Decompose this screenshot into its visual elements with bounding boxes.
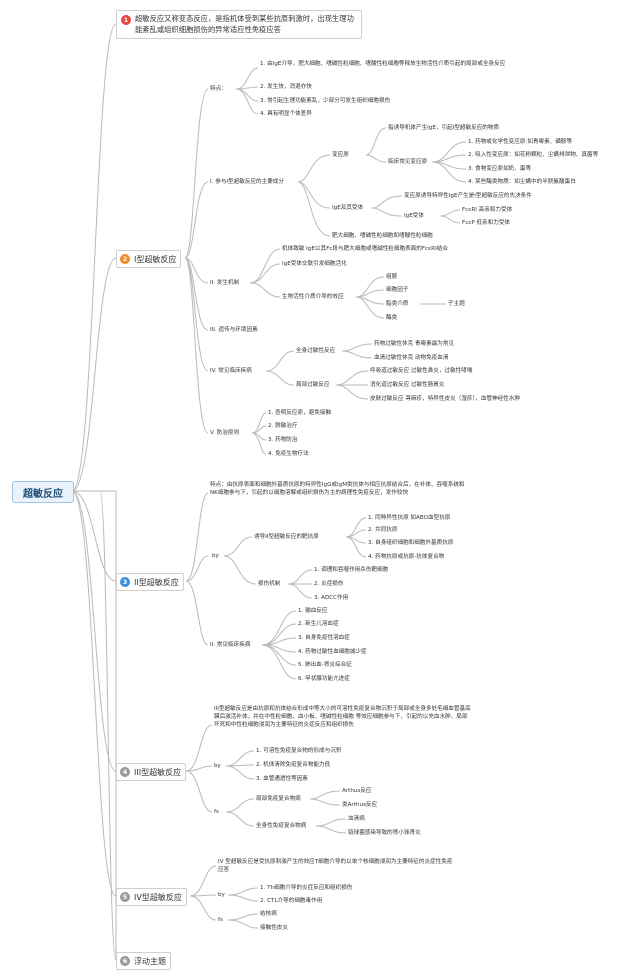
type3-serum-sickness[interactable]: 血清病 bbox=[348, 816, 365, 822]
type4-mech-2[interactable]: 2. CTL介导的细胞毒作用 bbox=[260, 898, 323, 904]
type1-feature-2[interactable]: 2. 发生快，消退亦快 bbox=[260, 84, 312, 90]
systemic-serum-shock[interactable]: 血清过敏性休克 动物免疫血清 bbox=[374, 355, 449, 361]
type3-systemic-label[interactable]: 全身性免疫复合物病 bbox=[256, 823, 307, 829]
common-allergen-1[interactable]: 1. 药物或化学性变应原:如青霉素、磺胺等 bbox=[468, 139, 573, 145]
type3-mech-3[interactable]: 3. 血管通透性等因素 bbox=[256, 776, 308, 782]
type2-target-1[interactable]: 1. 同种异性抗原 如ABO血型抗原 bbox=[368, 515, 451, 521]
type2-target-3[interactable]: 3. 自身组织细胞和细胞外基质抗原 bbox=[368, 540, 454, 546]
main-topic-definition[interactable]: 1 超敏反应又称变态反应，是指机体受到某些抗原刺激时，出现生理功能紊乱或组织细胞… bbox=[116, 10, 362, 39]
type2-disease-3[interactable]: 3. 自身免疫性溶血症 bbox=[298, 635, 350, 641]
common-allergen-label[interactable]: 临床常见变应原 bbox=[388, 159, 428, 165]
mechanism-activation[interactable]: IgE受体交联引发细胞活化 bbox=[282, 261, 347, 267]
type3-glomerulonephritis[interactable]: 链球菌感染导致的肾小球肾炎 bbox=[348, 830, 421, 836]
main-topic-label: III型超敏反应 bbox=[134, 767, 182, 777]
mediator-enzymes[interactable]: 酶类 bbox=[386, 315, 398, 321]
receptor-low-affinity[interactable]: FcεP 低亲和力受体 bbox=[462, 220, 511, 226]
main-topic-type3[interactable]: 4 III型超敏反应 bbox=[116, 763, 187, 781]
type3-intro[interactable]: III型超敏反应是由抗原和抗体结合形成中等大小的可溶性免疫复合物沉积于局部或全身… bbox=[214, 706, 471, 728]
ige-receptor-label[interactable]: IgE受体 bbox=[404, 213, 424, 219]
mediator-lipids[interactable]: 脂类介质 bbox=[386, 301, 409, 307]
number-badge-1: 1 bbox=[121, 15, 131, 25]
allergen-definition[interactable]: 指诱导机体产生IgE，引起I型超敏反应的物质 bbox=[388, 125, 500, 131]
root-topic[interactable]: 超敏反应 bbox=[12, 481, 74, 503]
main-topic-label: I型超敏反应 bbox=[134, 254, 177, 264]
local-allergy-label[interactable]: 局部过敏反应 bbox=[296, 382, 330, 388]
type3-mech-1[interactable]: 1. 可溶性免疫复合物的形成与沉积 bbox=[256, 748, 342, 754]
type3-by[interactable]: by bbox=[214, 763, 221, 769]
common-allergen-3[interactable]: 3. 食物变应原如奶、蛋等 bbox=[468, 166, 532, 172]
type2-target-4[interactable]: 4. 药物抗原或抗原-抗体复合物 bbox=[368, 554, 445, 560]
receptor-high-affinity[interactable]: FcεRI 高亲和力受体 bbox=[462, 207, 513, 213]
prevention-2[interactable]: 2. 脱敏治疗 bbox=[268, 423, 298, 429]
definition-text: 超敏反应又称变态反应，是指机体受到某些抗原刺激时，出现生理功能紊乱或组织细胞损伤… bbox=[135, 14, 354, 34]
number-badge-6: 6 bbox=[120, 956, 130, 966]
type2-diseases-label[interactable]: II. 常见临床疾病 bbox=[210, 642, 251, 648]
main-topic-type2[interactable]: 3 II型超敏反应 bbox=[116, 573, 184, 591]
main-topic-floating[interactable]: 6 浮动主题 bbox=[116, 952, 171, 970]
type2-damage-2[interactable]: 2. 炎症损伤 bbox=[314, 581, 344, 587]
number-badge-4: 4 bbox=[120, 767, 130, 777]
type2-disease-1[interactable]: 1. 输血反应 bbox=[298, 608, 328, 614]
main-topic-label: IV型超敏反应 bbox=[134, 892, 182, 902]
type1-feature-3[interactable]: 3. 常引起生理功能紊乱，少部分可发生组织细胞损伤 bbox=[260, 98, 391, 104]
type2-disease-5[interactable]: 5. 肺出血-肾炎综合征 bbox=[298, 662, 352, 668]
number-badge-5: 5 bbox=[120, 892, 130, 902]
type4-fs[interactable]: fs bbox=[218, 917, 223, 923]
local-respiratory[interactable]: 呼吸道过敏反应 过敏性鼻炎，过敏性哮喘 bbox=[370, 368, 473, 374]
prevention-1[interactable]: 1. 查明反应原，避免接触 bbox=[268, 410, 332, 416]
type2-intro[interactable]: 特点：由抗原表面和细胞外基质抗原的特异性IgG或IgM类抗体与相应抗原结合后，在… bbox=[210, 482, 465, 496]
prevention-3[interactable]: 3. 药物防治 bbox=[268, 437, 298, 443]
local-digestive[interactable]: 消化道过敏反应 过敏性肠胃炎 bbox=[370, 382, 445, 388]
ige-definition[interactable]: 变应原诱导特异性IgE产生是I型超敏反应的先决条件 bbox=[404, 193, 532, 199]
prevention-4[interactable]: 4. 免疫生物疗法 bbox=[268, 451, 309, 457]
type3-mech-2[interactable]: 2. 机体清除免疫复合物能力低 bbox=[256, 762, 331, 768]
type3-arthus[interactable]: Arthus反应 bbox=[342, 788, 372, 794]
type2-disease-2[interactable]: 2. 新生儿溶血症 bbox=[298, 621, 339, 627]
type1-components-label[interactable]: I. 参与I型超敏反应的主要成分 bbox=[210, 179, 284, 185]
systemic-drug-shock[interactable]: 药物过敏性休克 青霉素最为常见 bbox=[374, 341, 455, 347]
mediators-label[interactable]: 生物活性介质介导的效应 bbox=[282, 294, 344, 300]
type4-intro[interactable]: IV 型超敏反应是受抗原刺激产生的效应T细胞介导的以单个核细胞浸润为主要特征的炎… bbox=[218, 859, 453, 873]
type1-features-label[interactable]: 特点： bbox=[210, 86, 227, 92]
type4-disease-1[interactable]: 结核病 bbox=[260, 911, 277, 917]
type2-target-label[interactable]: 诱导II型超敏反应的靶抗原 bbox=[254, 534, 319, 540]
systemic-anaphylaxis-label[interactable]: 全身过敏性反应 bbox=[296, 348, 336, 354]
type1-genetics[interactable]: III. 遗传与环境因素 bbox=[210, 327, 258, 333]
type2-damage-3[interactable]: 3. ADCC作用 bbox=[314, 595, 349, 601]
mediator-histamine[interactable]: 组胺 bbox=[386, 274, 398, 280]
type2-by[interactable]: by bbox=[212, 553, 219, 559]
mediator-cytokines[interactable]: 细胞因子 bbox=[386, 287, 409, 293]
type1-feature-4[interactable]: 4. 具有明显个体差异 bbox=[260, 111, 312, 117]
local-skin[interactable]: 皮肤过敏反应 荨麻疹，特异性皮炎（湿疹），血管神经性水肿 bbox=[370, 396, 521, 402]
allergen-label[interactable]: 变应原 bbox=[332, 152, 349, 158]
type2-damage-label[interactable]: 损伤机制 bbox=[258, 581, 281, 587]
type4-disease-2[interactable]: 接触性皮炎 bbox=[260, 925, 288, 931]
main-topic-type4[interactable]: 5 IV型超敏反应 bbox=[116, 888, 187, 906]
common-allergen-4[interactable]: 4. 某些酶类物质：如尘螨中的半胱氨酸蛋白 bbox=[468, 179, 576, 185]
type1-prevention-label[interactable]: V. 防治原则 bbox=[210, 430, 240, 436]
common-allergen-2[interactable]: 2. 吸入性变应原：如花粉颗粒、尘螨排泄物、真菌等 bbox=[468, 152, 599, 158]
type3-local-label[interactable]: 局部免疫复合物病 bbox=[256, 796, 301, 802]
mast-cells[interactable]: 肥大细胞、嗜碱性粒细胞和嗜酸性粒细胞 bbox=[332, 233, 433, 239]
type2-target-2[interactable]: 2. 共同抗原 bbox=[368, 527, 398, 533]
mechanism-sensitization[interactable]: 机体致敏 IgE以其Fc段与肥大细胞或嗜碱性粒细胞表面的FcεRI结合 bbox=[282, 246, 448, 252]
type3-fs[interactable]: fs bbox=[214, 809, 219, 815]
number-badge-3: 3 bbox=[120, 577, 130, 587]
subtopic[interactable]: 子主题 bbox=[448, 301, 465, 307]
type2-disease-4[interactable]: 4. 药物过敏性血细胞减少症 bbox=[298, 649, 367, 655]
type4-by[interactable]: by bbox=[218, 892, 225, 898]
type2-damage-1[interactable]: 1. 调理和吞噬作用杀伤靶细胞 bbox=[314, 567, 389, 573]
ige-label[interactable]: IgE及其受体 bbox=[332, 205, 364, 211]
main-topic-label: II型超敏反应 bbox=[134, 577, 179, 587]
main-topic-label: 浮动主题 bbox=[134, 956, 166, 966]
type4-mech-1[interactable]: 1. Th细胞介导的炎症反应和组织损伤 bbox=[260, 885, 353, 891]
main-topic-type1[interactable]: 2 I型超敏反应 bbox=[116, 250, 182, 268]
type2-disease-6[interactable]: 6. 甲状腺功能亢进症 bbox=[298, 676, 350, 682]
number-badge-2: 2 bbox=[120, 254, 130, 264]
type1-mechanism-label[interactable]: II. 发生机制 bbox=[210, 280, 240, 286]
type1-diseases-label[interactable]: IV. 常见临床疾病 bbox=[210, 368, 252, 374]
type1-feature-1[interactable]: 1. 由IgE介导，肥大细胞、嗜碱性粒细胞、嗜酸性粒细胞等释放生物活性介质引起的… bbox=[260, 61, 506, 67]
type3-arthus-like[interactable]: 类Arthus反应 bbox=[342, 802, 378, 808]
